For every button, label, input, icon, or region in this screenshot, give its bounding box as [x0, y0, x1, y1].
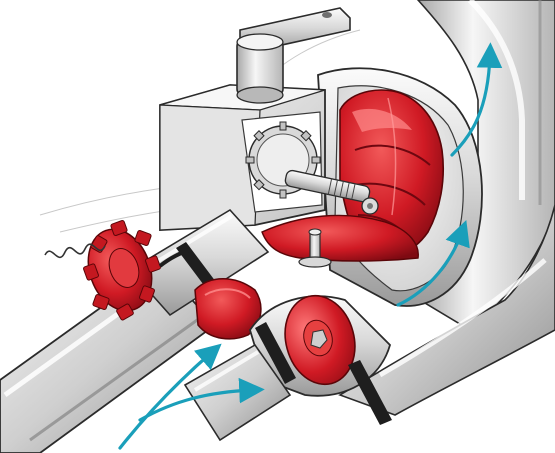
control-lever: [236, 7, 351, 104]
drive-shaft: [284, 169, 379, 215]
red-elbow-fitting: [194, 278, 262, 340]
pipe-clamp-lower-right: [348, 360, 392, 425]
valve-stem: [298, 228, 332, 268]
flow-arrow-outlet-up: [450, 42, 503, 157]
flow-arrows: [118, 42, 503, 450]
impeller-lower-vanes: [261, 214, 419, 262]
pipe-clamp-lower-left: [255, 322, 296, 384]
impeller-main: [339, 89, 445, 258]
flow-arrow-inlet-right: [138, 377, 265, 422]
flow-arrow-volute-lower: [396, 219, 470, 307]
red-sprocket-gear: [83, 220, 161, 321]
coil-spring: [44, 243, 106, 259]
outlet-pipe-lower: [338, 204, 555, 416]
flow-arrow-inlet-left: [118, 343, 222, 450]
